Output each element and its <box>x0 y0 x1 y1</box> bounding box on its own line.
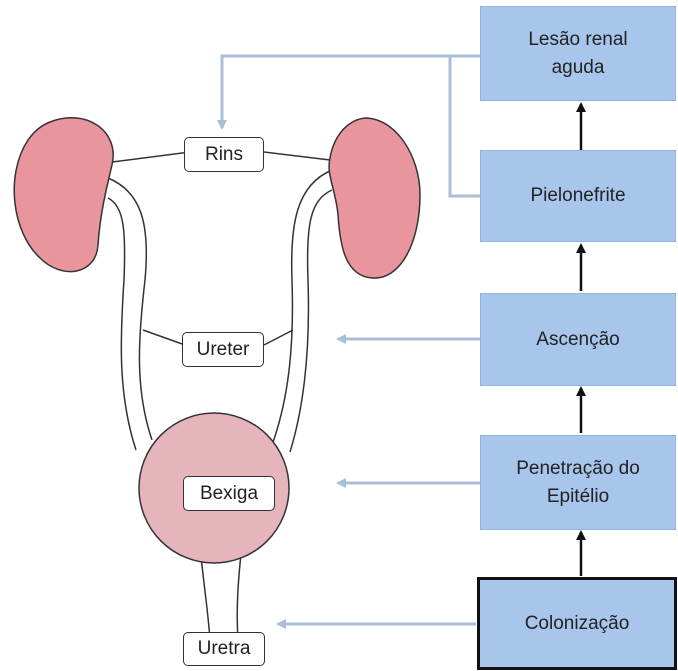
ureter-label: Ureter <box>182 332 264 367</box>
left-ureter <box>108 178 152 450</box>
right-kidney <box>329 118 420 278</box>
step-pyelonephritis-label: Pielonefrite <box>530 182 625 210</box>
kidneys-label: Rins <box>184 137 264 172</box>
step-acute-kidney-injury-label: Lesão renal aguda <box>528 26 627 82</box>
step-ascension-label: Ascenção <box>536 326 619 354</box>
step-colonization-label: Colonização <box>525 610 630 638</box>
step-acute-kidney-injury: Lesão renal aguda <box>480 6 676 101</box>
step-epithelium-penetration-label: Penetração do Epitélio <box>516 455 640 511</box>
bladder-label: Bexiga <box>183 476 275 511</box>
step-ascension: Ascenção <box>480 293 676 386</box>
step-epithelium-penetration: Penetração do Epitélio <box>480 435 676 530</box>
kidney-injury-pointer-arrow <box>222 56 480 128</box>
urethra-label: Uretra <box>183 632 265 666</box>
step-colonization: Colonização <box>477 577 677 670</box>
pyelonephritis-pointer-line <box>450 56 480 196</box>
left-kidney <box>14 118 113 272</box>
step-pyelonephritis: Pielonefrite <box>480 150 676 242</box>
right-ureter <box>272 170 332 452</box>
